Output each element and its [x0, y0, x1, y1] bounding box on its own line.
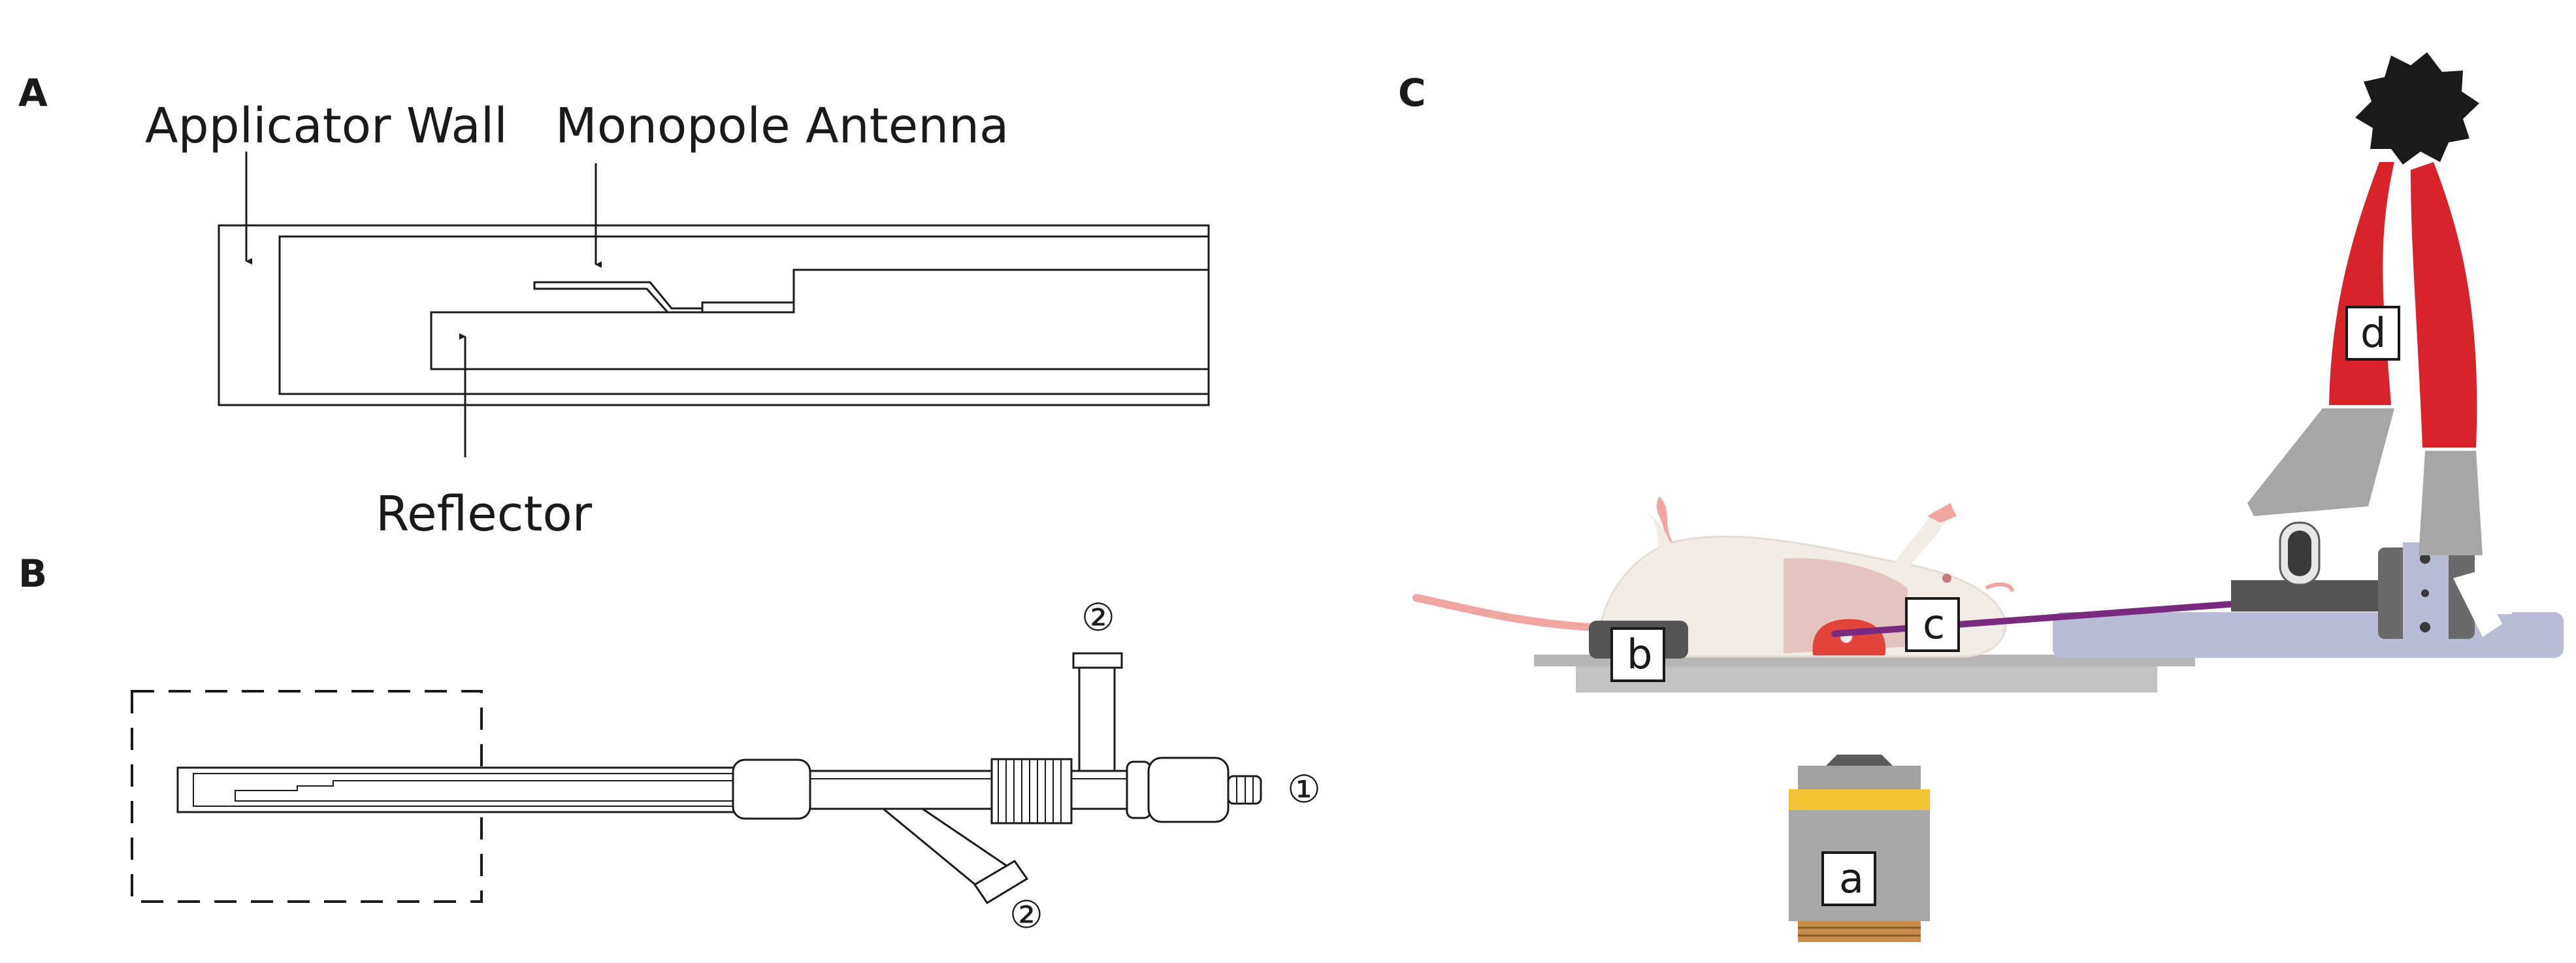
- panel-c: C: [1398, 52, 2564, 942]
- mouse-tail: [1412, 594, 1598, 631]
- mouse-fore-paw: [1927, 503, 1957, 523]
- port-label-bottom: ②: [1009, 892, 1043, 937]
- micromanipulator: [2247, 52, 2483, 586]
- vertical-outlet: [1078, 662, 1116, 772]
- mouse-hind-paw: [1656, 497, 1672, 542]
- label-c-text: c: [1923, 600, 1945, 648]
- mouse-hind-leg: [1643, 510, 1672, 572]
- panel-c-letter: C: [1398, 71, 1426, 115]
- antenna-miniature: [235, 780, 740, 802]
- arm-left: [2329, 162, 2394, 405]
- end-connector: [1147, 757, 1230, 823]
- label-box-a: a: [1821, 851, 1876, 906]
- panel-b: B: [18, 551, 1321, 937]
- panel-a-letter: A: [18, 71, 48, 115]
- stage-base: [1576, 666, 2157, 693]
- monopole-antenna-tip: [533, 281, 702, 313]
- arm-right-clamp: [2419, 451, 2483, 555]
- port-label-right: ①: [1287, 767, 1321, 811]
- probe-mount: [2231, 542, 2512, 644]
- applicator-wall-outline: [218, 224, 1210, 406]
- mouse-nose: [1985, 582, 2014, 592]
- reflector-label: Reflector: [376, 486, 593, 542]
- vertical-outlet-cap: [1072, 652, 1123, 669]
- microscope-objective: [1789, 755, 1930, 942]
- mouse-fore-leg: [1895, 510, 1947, 568]
- reflector-body: [430, 269, 1209, 370]
- first-coupling: [732, 759, 811, 820]
- end-ring: [1126, 760, 1152, 819]
- mouse-eye: [1942, 574, 1951, 583]
- arm-left-clamp: [2247, 408, 2394, 516]
- monopole-antenna-label: Monopole Antenna: [555, 98, 1009, 154]
- adjustment-knob: [2355, 52, 2479, 165]
- panel-b-letter: B: [18, 551, 47, 596]
- panel-a: A Applicator Wall Monopole Antenna Refle…: [18, 71, 1210, 542]
- antenna-step: [701, 301, 794, 312]
- applicator-wall-label: Applicator Wall: [145, 98, 508, 154]
- diagonal-outlet: [880, 808, 1029, 905]
- label-box-b: b: [1610, 627, 1665, 682]
- label-a-text: a: [1839, 855, 1864, 902]
- applicator-lumen: [278, 235, 1209, 395]
- threaded-collar: [990, 758, 1073, 824]
- label-d-text: d: [2360, 309, 2386, 357]
- label-b-text: b: [1627, 630, 1652, 678]
- label-box-d: d: [2345, 306, 2400, 361]
- port-label-top: ②: [1081, 595, 1115, 640]
- label-box-c: c: [1905, 597, 1960, 652]
- connector-body: [809, 770, 1151, 810]
- arm-right: [2411, 162, 2477, 448]
